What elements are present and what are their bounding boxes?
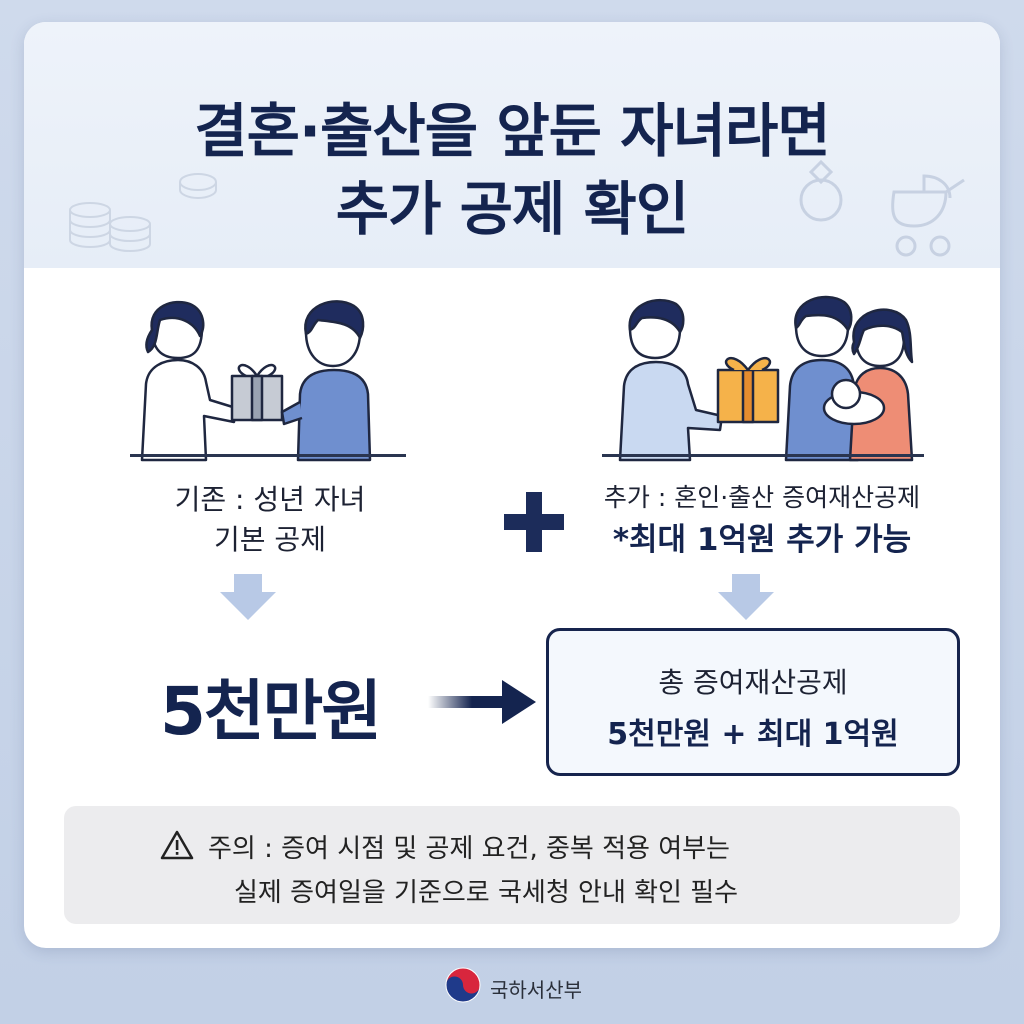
- total-deduction-amount: 5천만원 + 최대 1억원: [607, 717, 899, 752]
- stroller-icon: [891, 174, 965, 257]
- notice-line-2: 실제 증여일을 기준으로 국세청 안내 확인 필수: [234, 878, 739, 908]
- right-arrow-icon: [428, 680, 536, 724]
- right-down-arrow-icon: [718, 574, 774, 620]
- base-deduction-amount: 5천만원: [159, 673, 382, 750]
- parent-giving-gift-illustration: [140, 300, 372, 462]
- right-caption-line-2: *최대 1억원 추가 가능: [612, 522, 912, 558]
- infographic-card: 결혼·출산을 앞둔 자녀라면 추가 공제 확인: [24, 22, 1000, 948]
- left-caption: 기존 : 성년 자녀 기본 공제: [120, 480, 420, 560]
- notice-box: 주의 : 증여 시점 및 공제 요건, 중복 적용 여부는 실제 증여일을 기준…: [64, 806, 960, 924]
- ring-icon: [799, 159, 843, 222]
- marriage-birth-gift-illustration: [618, 295, 914, 462]
- total-deduction-box: 총 증여재산공제 5천만원 + 최대 1억원: [546, 628, 960, 776]
- header-banner: 결혼·출산을 앞둔 자녀라면 추가 공제 확인: [24, 22, 1000, 268]
- left-ground-line: [130, 454, 406, 457]
- left-caption-line-2: 기본 공제: [214, 523, 326, 556]
- government-logo-icon: [445, 967, 481, 1003]
- warning-icon: [160, 830, 194, 860]
- coin-stack-icon: [69, 202, 151, 253]
- notice-line-1: 주의 : 증여 시점 및 공제 요건, 중복 적용 여부는: [208, 834, 730, 864]
- right-caption-line-1: 추가 : 혼인·출산 증여재산공제: [603, 483, 921, 512]
- right-caption: 추가 : 혼인·출산 증여재산공제 *최대 1억원 추가 가능: [558, 478, 966, 562]
- coin-icon: [179, 173, 217, 200]
- plus-sign-icon: [504, 492, 564, 552]
- total-deduction-label: 총 증여재산공제: [658, 666, 848, 699]
- right-ground-line: [602, 454, 924, 457]
- left-caption-line-1: 기존 : 성년 자녀: [174, 483, 366, 516]
- left-down-arrow-icon: [220, 574, 276, 620]
- page-title-line-1: 결혼·출산을 앞둔 자녀라면: [194, 97, 830, 165]
- organization-name: 국하서산부: [490, 978, 582, 1002]
- page-title-line-2: 추가 공제 확인: [335, 175, 690, 243]
